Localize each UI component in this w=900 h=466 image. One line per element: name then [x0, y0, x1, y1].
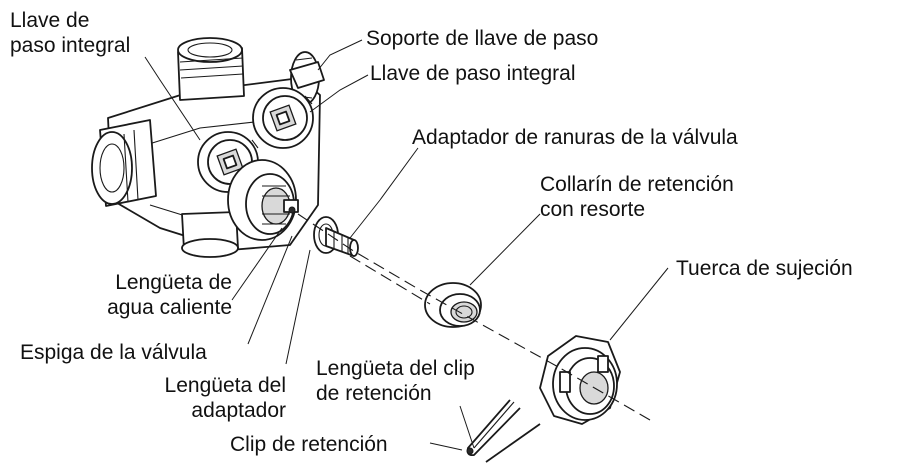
label-line: Lengüeta de	[115, 271, 232, 294]
label-valve-stem: Espiga de la válvula	[20, 341, 207, 364]
label-line: adaptador	[191, 399, 286, 422]
label-stop-bracket: Soporte de llave de paso	[366, 27, 599, 50]
label-hot-water-tab: Lengüeta de agua caliente	[60, 270, 232, 320]
label-line: Lengüeta del clip	[316, 357, 475, 380]
label-line: paso integral	[10, 34, 131, 57]
valve-cartridge	[227, 159, 299, 241]
label-integral-stop-right: Llave de paso integral	[370, 62, 576, 85]
label-line: agua caliente	[107, 296, 232, 319]
label-spring-collar: Collarín de retención con resorte	[540, 172, 734, 222]
label-slotted-adapter: Adaptador de ranuras de la válvula	[412, 126, 738, 149]
label-adapter-tab: Lengüeta del adaptador	[100, 373, 286, 423]
stop-bracket	[289, 61, 325, 89]
label-line: Lengüeta del	[164, 374, 286, 397]
label-integral-stop-left: Llave de paso integral	[10, 8, 130, 58]
label-clip-tab: Lengüeta del clip de retención	[316, 356, 475, 406]
spring-collar	[424, 282, 482, 328]
label-line: con resorte	[540, 198, 646, 221]
label-line: de retención	[316, 382, 432, 405]
leader-lines	[144, 39, 669, 451]
label-line: Llave de	[10, 9, 90, 32]
label-retaining-clip: Clip de retención	[230, 433, 388, 456]
label-retaining-nut: Tuerca de sujeción	[676, 257, 853, 280]
integral-stop-upper	[252, 87, 314, 149]
slotted-adapter	[313, 216, 359, 257]
label-line: Collarín de retención	[540, 173, 734, 196]
retaining-clip	[466, 399, 541, 463]
